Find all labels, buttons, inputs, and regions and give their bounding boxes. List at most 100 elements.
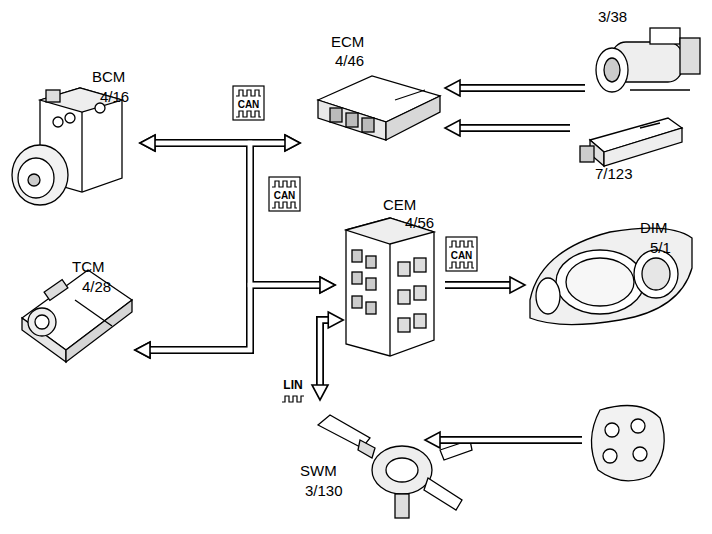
cem-illustration-part <box>398 318 410 332</box>
bus-line-outline <box>150 143 285 350</box>
instrument-cluster-illustration-part <box>634 250 678 298</box>
component-name: BCM <box>92 68 125 86</box>
steering-module-illustration-part <box>358 440 375 458</box>
can-symbol <box>233 86 264 120</box>
ecm-illustration-part <box>318 100 386 140</box>
bcm-illustration-part <box>28 174 40 186</box>
steering-buttons-illustration-part <box>603 449 617 463</box>
lin-symbol-part <box>282 396 304 402</box>
component-node: DIM5/1 <box>525 215 705 335</box>
bus-label: CAN <box>274 190 296 201</box>
can-symbol-part <box>233 86 264 120</box>
component-number: 3/130 <box>305 482 343 500</box>
component-number: 4/16 <box>100 88 129 106</box>
can-symbol <box>446 237 477 271</box>
component-number: 4/46 <box>335 52 364 70</box>
tcm-illustration-part <box>66 300 132 362</box>
bus-label: LIN <box>283 378 302 392</box>
steering-buttons-illustration-part <box>605 423 619 437</box>
cem-illustration-part <box>414 286 426 300</box>
bus-line <box>460 126 570 131</box>
connector-fill-layer <box>150 88 585 385</box>
lin-symbol <box>282 396 304 402</box>
ecm-illustration <box>318 76 440 140</box>
steering-buttons-illustration-part <box>631 419 645 433</box>
steering-buttons-illustration-part <box>591 406 664 481</box>
component-name: 3/38 <box>598 8 627 26</box>
cem-illustration-part <box>414 258 426 272</box>
component-name: CEM <box>383 196 416 214</box>
bus-line <box>155 143 320 285</box>
bus-label: CAN <box>451 250 473 261</box>
component-node: 3/38 <box>585 5 707 105</box>
connector-illustration <box>580 118 682 166</box>
cem-illustration-part <box>352 272 362 284</box>
bcm-illustration-part <box>12 145 68 205</box>
can-symbol-part <box>236 90 261 96</box>
steering-module-illustration <box>318 415 472 518</box>
steering-buttons-illustration <box>591 406 664 481</box>
bcm-illustration <box>12 88 122 205</box>
bus-line-outline <box>320 320 328 385</box>
button-signal-arrow-part <box>440 436 582 444</box>
component-node: ECM4/46 <box>300 30 445 145</box>
instrument-cluster-illustration <box>530 228 692 324</box>
connector-illustration-part <box>640 123 660 128</box>
tcm-illustration-part <box>75 300 112 326</box>
ignition-switch-illustration-part <box>630 89 690 90</box>
tcm-illustration <box>22 270 132 362</box>
bus-line <box>150 143 285 350</box>
can-symbol-part <box>449 241 474 247</box>
cem-illustration-part <box>389 244 390 356</box>
steering-module-illustration-part <box>386 458 418 482</box>
bus-line <box>320 320 328 385</box>
cem-illustration-part <box>352 296 362 308</box>
component-node: SWM 3/130 <box>295 400 475 530</box>
tcm-illustration-part <box>35 315 49 329</box>
bus-label: CAN <box>238 99 260 110</box>
component-name: ECM <box>331 33 364 51</box>
button-signal-arrow-part <box>440 438 582 443</box>
cem-illustration-part <box>414 314 426 328</box>
can-symbol-part <box>272 181 297 187</box>
bus-line <box>445 283 510 288</box>
bus-line-outline <box>460 124 570 132</box>
steering-module-illustration-part <box>372 446 432 494</box>
can-symbol <box>269 177 300 211</box>
ecm-illustration-part <box>395 90 425 100</box>
cem-illustration-part <box>346 218 434 356</box>
instrument-cluster-illustration-part <box>530 228 692 324</box>
ignition-switch-illustration-part <box>650 28 680 44</box>
component-node: CEM4/56 <box>335 195 445 360</box>
can-symbol-part <box>446 237 477 271</box>
can-symbol-part <box>236 111 261 117</box>
can-symbol-part <box>272 202 297 208</box>
ignition-switch-illustration <box>596 28 700 92</box>
instrument-cluster-illustration-part <box>566 258 634 306</box>
component-node: BCM 4/16 <box>10 65 140 215</box>
tcm-illustration-part <box>44 280 68 301</box>
ignition-switch-illustration-part <box>596 48 628 92</box>
component-name: SWM <box>300 462 337 480</box>
component-number: 4/28 <box>82 278 111 296</box>
steering-module-illustration-part <box>395 494 409 518</box>
ignition-switch-illustration-part <box>604 58 620 82</box>
bcm-illustration-part <box>18 158 54 198</box>
tcm-illustration-part <box>28 308 56 336</box>
instrument-cluster-illustration-part <box>642 258 670 290</box>
bus-line <box>150 285 320 350</box>
instrument-cluster-illustration-part <box>556 250 644 314</box>
connector-illustration-part <box>580 146 594 162</box>
bus-line-outline <box>445 281 510 289</box>
ecm-illustration-part <box>346 113 358 127</box>
connector-outline-layer <box>150 88 585 385</box>
ecm-illustration-part <box>362 118 374 132</box>
ignition-switch-illustration-part <box>680 38 700 74</box>
instrument-cluster-illustration-part <box>536 278 560 314</box>
cem-illustration-part <box>366 256 376 268</box>
button-signal-arrow <box>440 440 582 441</box>
component-node: TCM4/28 <box>10 255 135 370</box>
bcm-illustration-part <box>46 90 60 102</box>
